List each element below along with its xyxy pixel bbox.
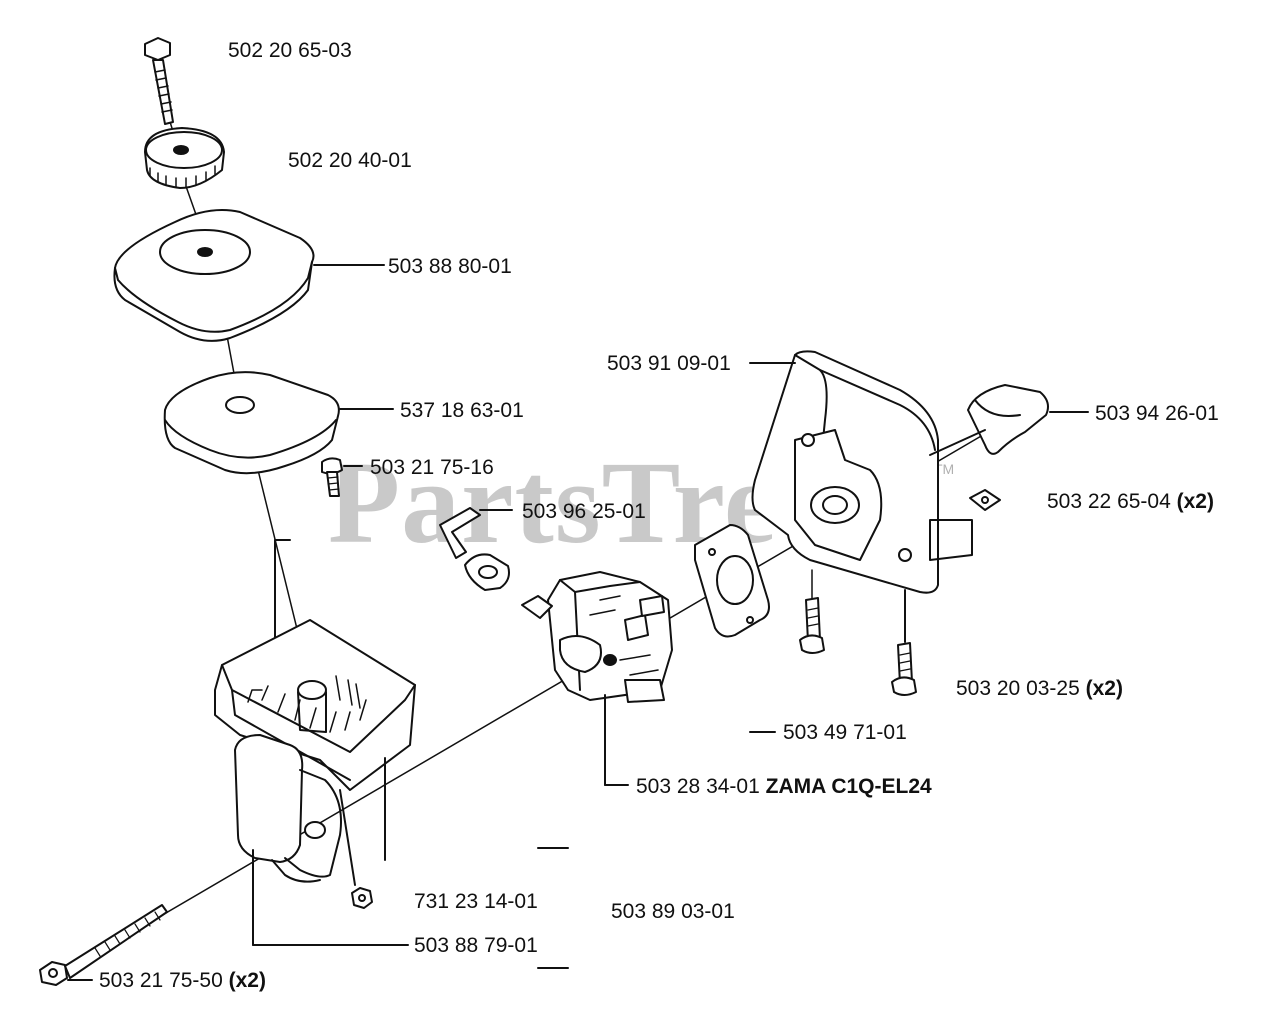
- label-clip: 503 96 25-01: [522, 500, 646, 523]
- label-square-nut-qty: (x2): [1176, 490, 1214, 513]
- label-square-nut: 503 22 65-04 (x2): [1047, 491, 1214, 512]
- label-square-nut-number: 503 22 65-04: [1047, 490, 1171, 513]
- screw-small: [321, 457, 363, 497]
- label-screw-x2: 503 20 03-25 (x2): [956, 678, 1123, 699]
- clip: [439, 507, 513, 591]
- air-filter-cover: [113, 209, 385, 342]
- label-long-bolt-qty: (x2): [228, 969, 266, 992]
- label-carburetor-model: ZAMA C1Q-EL24: [765, 775, 932, 798]
- label-cover-boot: 503 94 26-01: [1095, 402, 1219, 425]
- label-air-filter: 537 18 63-01: [400, 399, 524, 422]
- label-bolt-top: 502 20 65-03: [228, 39, 352, 62]
- gasket: [537, 524, 770, 969]
- label-long-bolt: 503 21 75-50 (x2): [99, 970, 266, 991]
- long-bolt: [39, 904, 168, 986]
- air-filter: [163, 371, 394, 475]
- hex-nut: [339, 789, 373, 909]
- label-screw-small: 503 21 75-16: [370, 456, 494, 479]
- label-knob: 502 20 40-01: [288, 149, 412, 172]
- label-filter-housing: 503 88 79-01: [414, 934, 538, 957]
- label-carburetor-number: 503 28 34-01: [636, 775, 760, 798]
- label-air-filter-cover: 503 88 80-01: [388, 255, 512, 278]
- label-screw-x2-qty: (x2): [1085, 677, 1123, 700]
- screw-x2: [799, 589, 917, 696]
- bolt-top: [144, 37, 174, 125]
- knob: [144, 127, 225, 189]
- carburetor: [521, 571, 673, 786]
- cover-boot: [929, 384, 1089, 456]
- label-hex-nut: 731 23 14-01: [414, 890, 538, 913]
- square-nut: [969, 489, 1001, 511]
- watermark-trademark: TM: [934, 461, 955, 477]
- label-intake-cover: 503 91 09-01: [607, 352, 731, 375]
- label-long-bolt-number: 503 21 75-50: [99, 969, 223, 992]
- label-adapter: 503 49 71-01: [783, 721, 907, 744]
- label-screw-x2-number: 503 20 03-25: [956, 677, 1080, 700]
- label-carburetor: 503 28 34-01 ZAMA C1Q-EL24: [636, 776, 932, 797]
- label-gasket: 503 89 03-01: [611, 900, 735, 923]
- filter-housing: [214, 539, 416, 946]
- intake-cover: [749, 350, 973, 733]
